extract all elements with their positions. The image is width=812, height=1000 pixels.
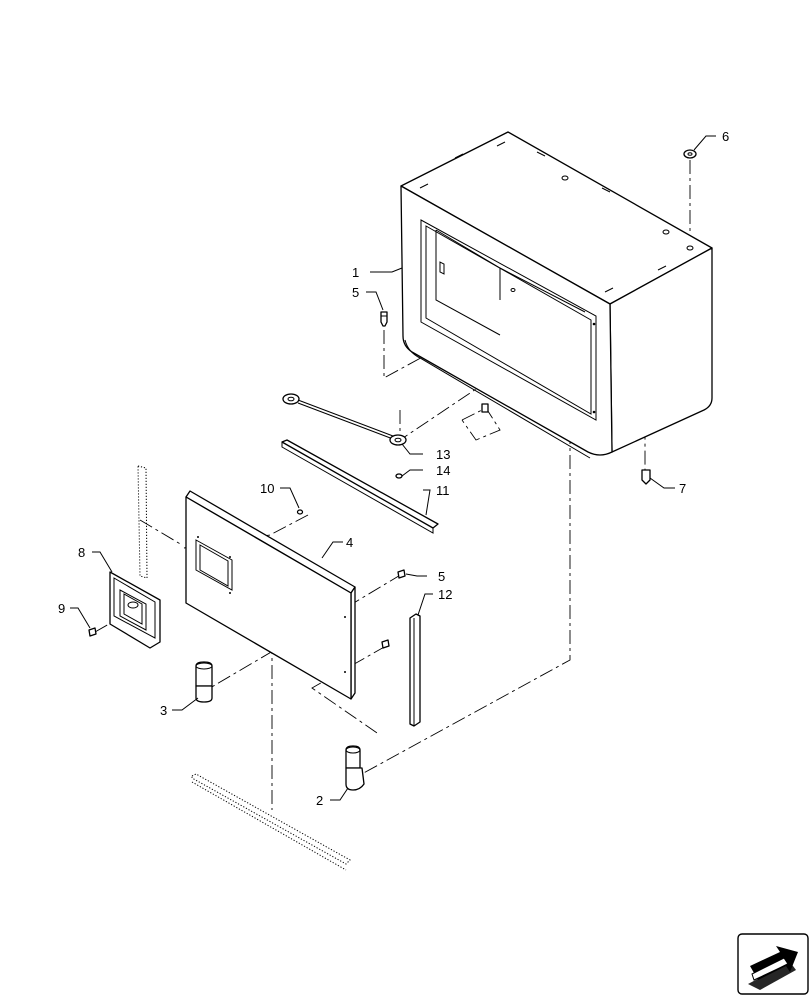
callout-7: 7: [679, 481, 686, 496]
callout-5-lower: 5: [438, 569, 445, 584]
part-8-latch-handle: [109, 571, 161, 649]
part-9-screw: [88, 627, 97, 637]
part-1-box-enclosure: [400, 131, 713, 459]
part-screw-small: [481, 403, 489, 413]
trim-strip-horizontal: [191, 773, 351, 871]
part-10-rivet: [296, 509, 304, 515]
part-3-hinge: [195, 661, 213, 703]
callout-11: 11: [436, 483, 450, 498]
callout-1: 1: [352, 265, 359, 280]
callout-5-upper: 5: [352, 285, 359, 300]
callout-8: 8: [78, 545, 85, 560]
part-2-hinge: [345, 745, 365, 791]
callout-2: 2: [316, 793, 323, 808]
callout-10: 10: [260, 481, 274, 496]
callout-leaders: [70, 135, 716, 801]
callout-12: 12: [438, 587, 452, 602]
part-12-seal-vertical: [409, 613, 421, 727]
part-14-nut: [395, 473, 403, 479]
part-13-cable: [282, 393, 407, 446]
trim-strip-vertical: [137, 465, 148, 579]
part-7-bolt: [641, 469, 651, 485]
callout-labels: 1 2 3 4 5 5 6 7 8 9 10 11 12 13 14: [58, 129, 729, 808]
part-5-screw-upper: [380, 311, 388, 327]
callout-6: 6: [722, 129, 729, 144]
part-6-washer: [683, 149, 697, 251]
callout-14: 14: [436, 463, 450, 478]
part-4-door-panel: [185, 490, 356, 700]
callout-9: 9: [58, 601, 65, 616]
part-5-screw-lower: [381, 569, 406, 649]
callout-4: 4: [346, 535, 353, 550]
callout-13: 13: [436, 447, 450, 462]
callout-3: 3: [160, 703, 167, 718]
part-11-seal-strip: [281, 439, 439, 534]
next-page-arrow-icon[interactable]: [737, 933, 809, 995]
